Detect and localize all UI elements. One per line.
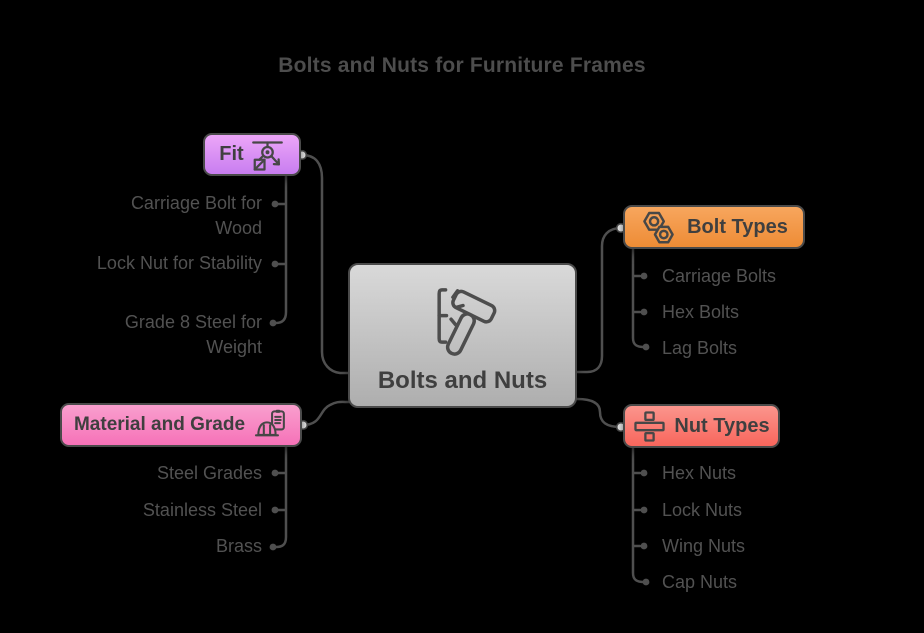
edge-root-nut [575, 397, 623, 429]
branch-node-nut-label: Nut Types [674, 414, 770, 437]
hex-nuts-icon [643, 211, 674, 243]
bolt-children-spine [631, 246, 646, 349]
item-dot [271, 506, 279, 514]
hex-nut-front-hole [658, 229, 669, 239]
bolt-bottom [644, 431, 656, 442]
branch-node-material-label: Material and Grade [73, 414, 246, 435]
item-dot [642, 343, 650, 351]
list-item-nut-4: Cap Nuts [662, 572, 738, 592]
checklist-clip [275, 409, 281, 413]
branch-node-nut-types: Nut Types [623, 404, 780, 448]
pulley-load-icon [251, 141, 283, 171]
edge-material-root [301, 400, 351, 427]
list-item-fit-2: Lock Nut for Stability [96, 253, 262, 273]
item-dot [271, 260, 279, 268]
nut-bar [634, 421, 666, 431]
bolt-top [644, 410, 656, 421]
root-node-label: Bolts and Nuts [377, 367, 548, 394]
branch-node-fit: Fit [203, 133, 301, 176]
pulley-axle [265, 150, 270, 155]
branch-node-material-and-grade: Material and Grade [60, 403, 302, 447]
branch-node-fit-label: Fit [219, 143, 244, 165]
item-dot [642, 578, 650, 586]
load-hatch [253, 158, 266, 171]
edge-fit-root [300, 153, 351, 375]
branch-node-bolt-label: Bolt Types [687, 215, 788, 238]
branch-node-bolt-types: Bolt Types [623, 205, 805, 249]
fit-children-spine [274, 174, 288, 325]
edge-root-bolt [575, 226, 623, 374]
item-dot [640, 272, 648, 280]
item-dot [640, 308, 648, 316]
material-children-spine [274, 445, 288, 549]
pulley-wheel [260, 145, 274, 159]
list-item-nut-3: Wing Nuts [662, 536, 746, 556]
item-dot [269, 319, 277, 327]
list-item-material-2: Stainless Steel [142, 500, 262, 520]
list-item-bolt-2: Hex Bolts [662, 302, 740, 322]
item-dot [640, 542, 648, 550]
nut-children-spine [631, 446, 646, 584]
bolt-cross-section-icon [634, 410, 666, 442]
item-dot [271, 200, 279, 208]
list-item-nut-2: Lock Nuts [662, 500, 743, 520]
item-dot [271, 469, 279, 477]
item-dot [640, 469, 648, 477]
list-item-nut-1: Hex Nuts [662, 463, 737, 483]
diagram-title: Bolts and Nuts for Furniture Frames [278, 54, 646, 77]
hex-nut-front [653, 225, 674, 243]
spark [448, 317, 457, 327]
list-item-bolt-1: Carriage Bolts [662, 266, 777, 286]
list-item-fit-1: Carriage Bolt for Wood [130, 193, 262, 238]
item-dot [640, 506, 648, 514]
hard-hat-dome [257, 420, 277, 436]
item-dot [269, 543, 277, 551]
hammer [445, 289, 496, 356]
arrow-shaft [269, 154, 280, 166]
list-item-material-1: Steel Grades [156, 463, 262, 483]
list-item-material-3: Brass [215, 536, 262, 556]
hex-nut-back-hole [648, 215, 660, 227]
hard-hat-checklist-icon [254, 409, 285, 436]
list-item-fit-3: Grade 8 Steel for Weight [124, 312, 262, 357]
hammer-handle [445, 312, 476, 356]
hammer-nail-icon [436, 288, 496, 356]
arrow-head [272, 158, 280, 166]
list-item-bolt-3: Lag Bolts [662, 338, 738, 358]
load-box [253, 158, 266, 171]
root-node-bolts-and-nuts: Bolts and Nuts [348, 263, 577, 408]
